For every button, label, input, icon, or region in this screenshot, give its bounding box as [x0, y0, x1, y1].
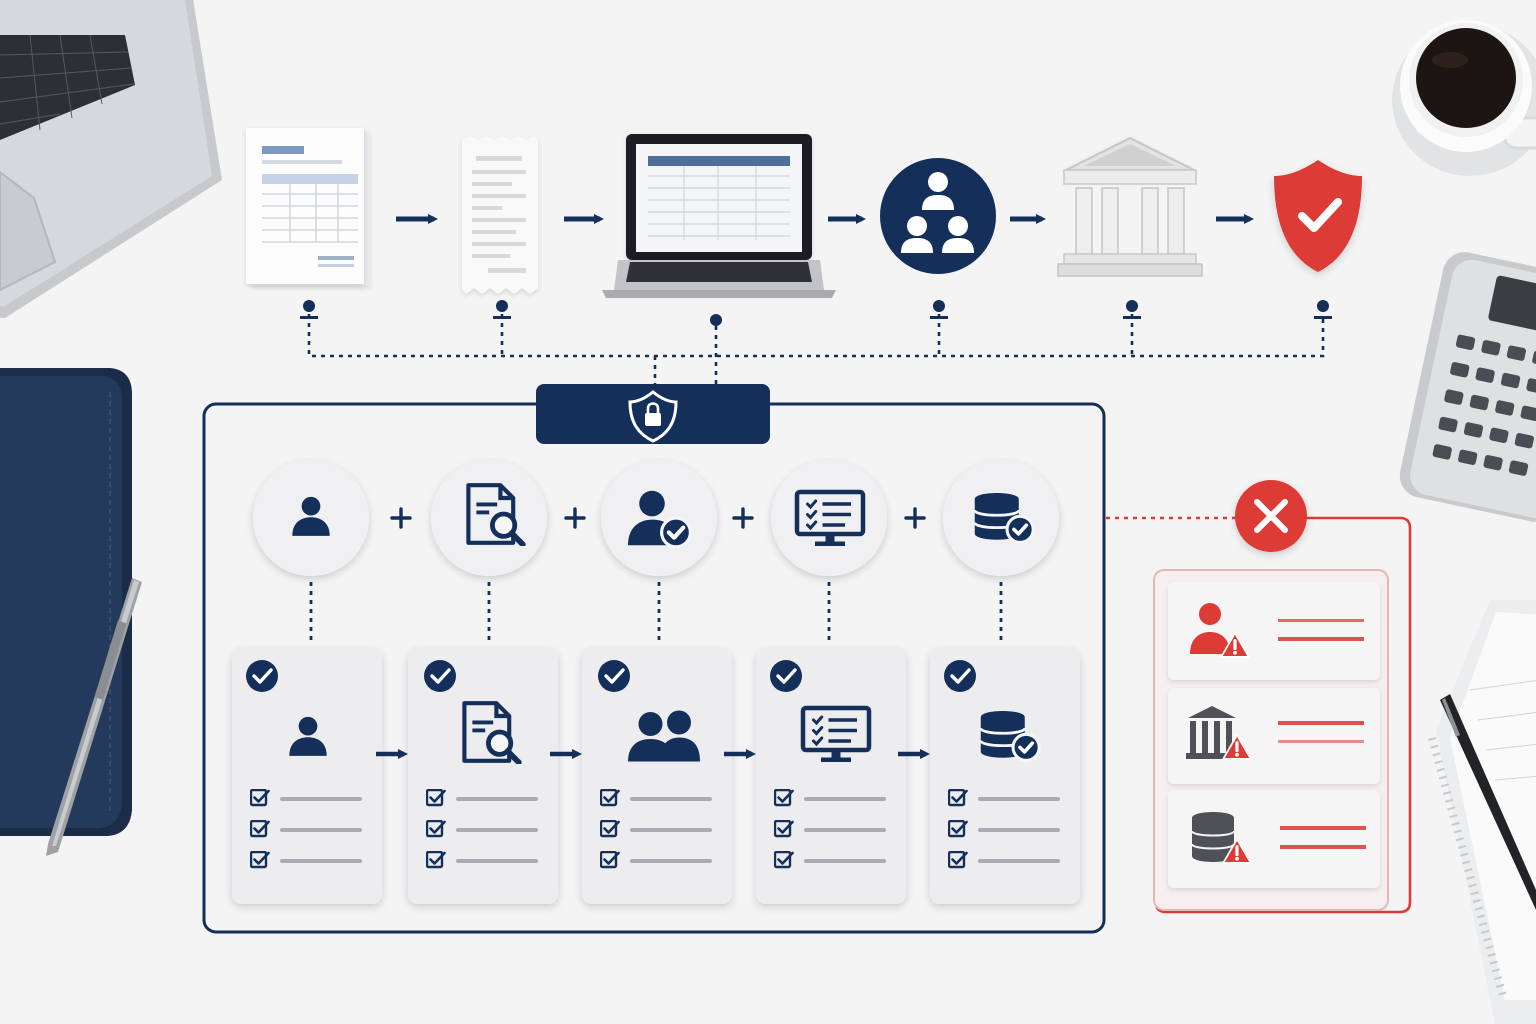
input-document-search: [431, 460, 547, 576]
checklist-line: [280, 828, 362, 832]
checklist-line: [456, 797, 538, 801]
close-x-icon: [1235, 480, 1307, 552]
team-people-icon: [880, 158, 996, 274]
checklist-line: [978, 797, 1060, 801]
laptop-icon: [0, 0, 222, 318]
control-panel: [202, 384, 1106, 934]
check-circle-icon: [944, 660, 976, 692]
plus-icon: [564, 507, 586, 529]
check-circle-icon: [246, 660, 278, 692]
control-card-document-search: [408, 648, 558, 904]
receipt-icon: [462, 136, 538, 294]
user-warning-icon: [1199, 603, 1221, 625]
exception-row-user: [1168, 582, 1380, 680]
card-checklists: [250, 789, 1060, 869]
check-circle-icon: [770, 660, 802, 692]
plus-icon: [732, 507, 754, 529]
bank-warning-icon: [1186, 706, 1236, 759]
laptop-spreadsheet-icon: [602, 134, 836, 298]
plus-icon: [904, 507, 926, 529]
exception-row-bank: [1168, 688, 1380, 784]
check-circle-icon: [598, 660, 630, 692]
notebook-icon: [0, 368, 132, 836]
shield-lock-icon: [628, 390, 678, 443]
panel-header-tab: [536, 384, 770, 444]
input-monitor-checklist: [771, 460, 887, 576]
exception-row-database: [1168, 790, 1380, 888]
input-user-check: [601, 460, 717, 576]
plus-icon: [390, 507, 412, 529]
calculator-icon: [1399, 252, 1536, 522]
control-card-user: [232, 648, 382, 904]
control-card-database-check: [930, 648, 1080, 904]
control-cards: [232, 648, 1080, 904]
checklist-line: [280, 859, 362, 863]
control-card-monitor-checklist: [756, 648, 906, 904]
notepad-icon: [1428, 600, 1536, 1024]
checklist-line: [630, 828, 712, 832]
coffee-cup-icon: [1392, 20, 1536, 176]
input-database-check: [943, 460, 1059, 576]
checklist-line: [804, 797, 886, 801]
connector-bus: [300, 300, 1332, 384]
checklist-line: [630, 859, 712, 863]
pen-icon: [46, 578, 142, 856]
bank-building-icon: [1057, 136, 1203, 277]
input-connectors: [309, 582, 1003, 644]
checklist-line: [804, 828, 886, 832]
checklist-line: [978, 828, 1060, 832]
checklist-line: [630, 797, 712, 801]
plus-signs: [390, 507, 926, 529]
top-process-flow: [246, 128, 1362, 298]
checklist-line: [978, 859, 1060, 863]
input-user: [253, 460, 369, 576]
input-circles: [253, 460, 1059, 576]
invoice-document-icon: [246, 128, 370, 286]
control-card-users: [582, 648, 732, 904]
checklist-line: [280, 797, 362, 801]
check-circle-icon: [424, 660, 456, 692]
checklist-line: [456, 828, 538, 832]
shield-check-icon: [1274, 160, 1362, 272]
checklist-line: [456, 859, 538, 863]
checklist-line: [804, 859, 886, 863]
exception-panel: [1106, 480, 1412, 914]
